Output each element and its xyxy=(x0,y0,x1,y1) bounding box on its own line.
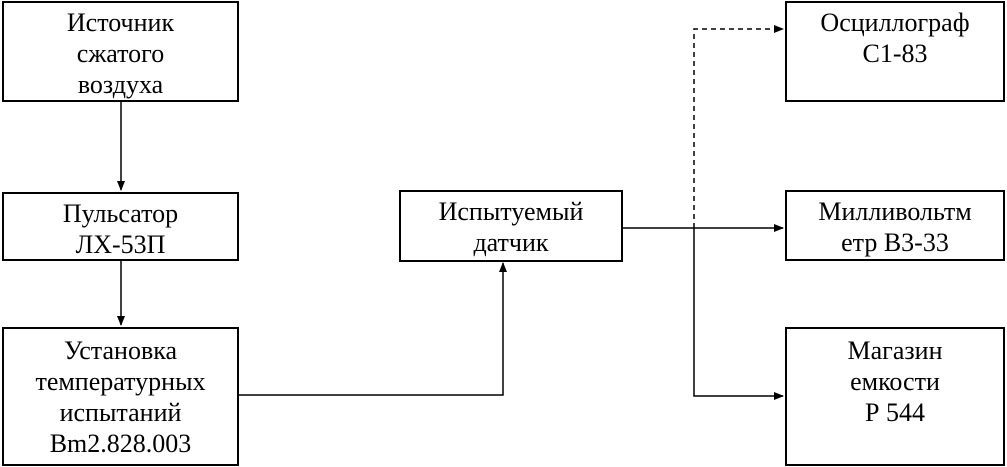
installation-line-4: Вm2.828.003 xyxy=(49,429,192,458)
capacitance-box: Магазин емкости Р 544 xyxy=(785,327,1005,466)
pulsator-box: Пульсатор ЛХ-53П xyxy=(2,192,239,261)
capacitance-line-2: емкости xyxy=(850,367,940,396)
sensor-line-2: датчик xyxy=(473,228,549,257)
pulsator-line-1: Пульсатор xyxy=(62,199,179,228)
oscillograph-line-1: Осциллограф xyxy=(820,8,970,37)
source-line-2: сжатого xyxy=(76,39,165,68)
capacitance-line-1: Магазин xyxy=(847,336,943,365)
millivoltmeter-line-1: Милливольтм xyxy=(818,197,972,226)
oscillograph-line-2: С1-83 xyxy=(862,39,928,68)
sensor-box: Испытуемый датчик xyxy=(399,190,623,262)
sensor-line-1: Испытуемый xyxy=(438,197,584,226)
installation-box: Установка температурных испытаний Вm2.82… xyxy=(2,327,239,466)
source-box: Источник сжатого воздуха xyxy=(2,1,239,102)
millivoltmeter-line-2: етр В3-33 xyxy=(841,228,949,257)
arrow-sensor-to-capacitance xyxy=(693,228,784,400)
oscillograph-box: Осциллограф С1-83 xyxy=(785,1,1005,102)
installation-line-2: температурных xyxy=(35,367,206,396)
arrow-sensor-to-oscillograph xyxy=(693,25,784,228)
millivoltmeter-box: Милливольтм етр В3-33 xyxy=(785,190,1005,261)
source-line-1: Источник xyxy=(66,8,175,37)
pulsator-line-2: ЛХ-53П xyxy=(75,230,166,259)
source-line-3: воздуха xyxy=(77,70,164,99)
arrow-installation-to-sensor xyxy=(239,262,507,396)
installation-line-1: Установка xyxy=(63,336,177,365)
installation-line-3: испытаний xyxy=(59,398,182,427)
capacitance-line-3: Р 544 xyxy=(865,398,925,427)
